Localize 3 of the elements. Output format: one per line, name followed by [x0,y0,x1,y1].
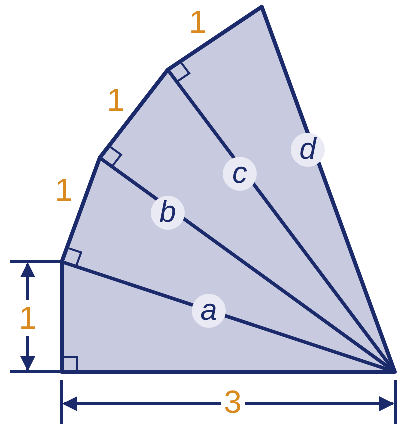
side-length: 1 [189,6,207,38]
side-length: 1 [55,174,73,206]
side-length: 1 [107,84,125,116]
